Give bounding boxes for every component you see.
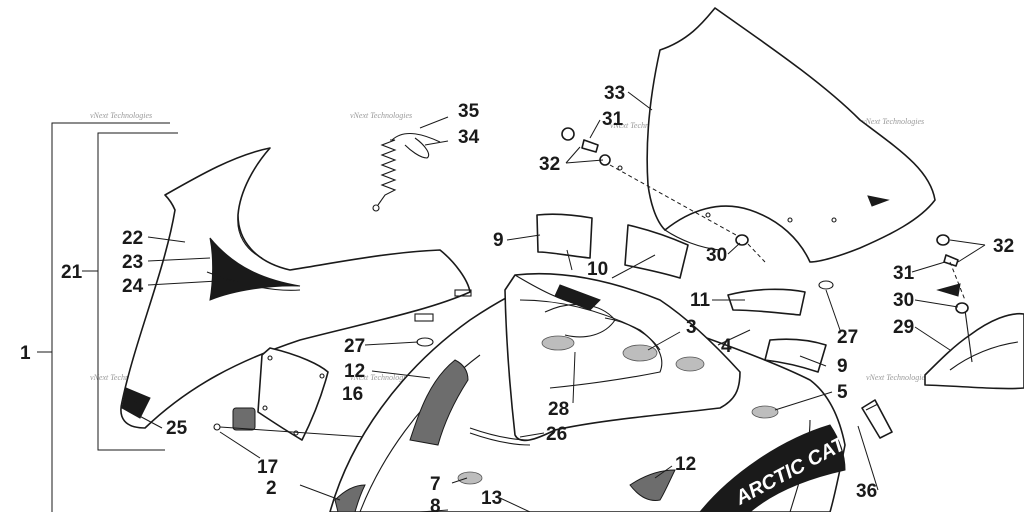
callout-28: 28 (548, 399, 569, 420)
callout-32-left: 32 (539, 154, 560, 175)
callout-16: 16 (342, 384, 363, 405)
callout-9-right: 9 (837, 356, 848, 377)
windshield-hardware-left (561, 127, 766, 263)
callout-labels: 1 21 22 23 24 25 17 2 27 12 16 7 8 13 9 … (20, 83, 1014, 512)
callout-27-right: 27 (837, 327, 858, 348)
callout-17: 17 (257, 457, 278, 478)
callout-26: 26 (546, 424, 567, 445)
callout-5: 5 (837, 382, 848, 403)
callout-7: 7 (430, 474, 441, 495)
callout-22: 22 (122, 228, 143, 249)
watermark-text: vNext Technologies (610, 121, 672, 130)
callout-8: 8 (430, 496, 441, 512)
watermark-text: vNext Technologies (90, 111, 152, 120)
callout-21: 21 (61, 262, 83, 283)
assembly-brackets (37, 122, 178, 512)
leader-lines (131, 91, 986, 512)
callout-30-left: 30 (706, 245, 727, 266)
callout-3: 3 (686, 317, 697, 338)
windshield (609, 7, 936, 263)
callout-11: 11 (690, 290, 711, 311)
watermark-text: vNext Technologies (866, 373, 928, 382)
callout-32-right: 32 (993, 236, 1014, 257)
callout-13: 13 (481, 488, 502, 509)
side-panel-part (120, 147, 472, 429)
tag-36 (861, 399, 893, 439)
callout-34: 34 (458, 127, 480, 148)
decal-sheets (536, 213, 827, 373)
watermark-text: vNext Technologies (90, 373, 152, 382)
callout-36: 36 (856, 481, 877, 502)
callout-31-right: 31 (893, 263, 915, 284)
watermark-text: vNext Technologies (350, 111, 412, 120)
small-panel-part (257, 347, 329, 441)
callout-9-left: 9 (493, 230, 504, 251)
callout-31-left: 31 (602, 109, 624, 130)
callout-33: 33 (604, 83, 625, 104)
mirror-29 (924, 234, 1024, 390)
callout-29: 29 (893, 317, 914, 338)
watermark-text: vNext Technologies (350, 373, 412, 382)
callout-25: 25 (166, 418, 188, 439)
callout-24: 24 (122, 276, 144, 297)
callout-12-right: 12 (675, 454, 696, 475)
callout-10: 10 (587, 259, 608, 280)
callout-2: 2 (266, 478, 277, 499)
spring-cable (372, 132, 441, 212)
callout-23: 23 (122, 252, 143, 273)
watermark-text: vNext Technologies (862, 117, 924, 126)
callout-27-left: 27 (344, 336, 365, 357)
callout-1: 1 (20, 343, 31, 364)
callout-35: 35 (458, 101, 480, 122)
callout-12-left: 12 (344, 361, 365, 382)
callout-4: 4 (721, 336, 732, 357)
callout-30-right: 30 (893, 290, 914, 311)
hood-body: ARCTIC CAT (329, 272, 851, 512)
